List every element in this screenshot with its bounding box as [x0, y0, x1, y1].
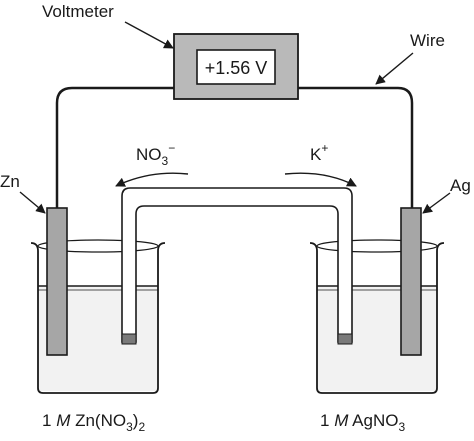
zinc-label: Zn — [0, 172, 20, 191]
cation-flow-arrow — [284, 172, 357, 187]
wire-pointer — [375, 52, 414, 85]
zinc-pointer — [19, 191, 46, 214]
left-solution-label: 1 M Zn(NO3)2 — [42, 411, 145, 434]
voltmeter-display — [196, 49, 276, 85]
silver-pointer — [422, 192, 451, 214]
zinc-electrode — [46, 207, 68, 356]
voltmeter-pointer — [124, 21, 174, 49]
voltmeter-reading: +1.56 V — [205, 58, 268, 78]
right-beaker — [309, 239, 445, 394]
silver-electrode — [400, 207, 422, 356]
external-wire-right — [298, 86, 414, 210]
salt-bridge-right-plug — [337, 333, 353, 345]
external-wire — [55, 86, 174, 210]
voltmeter-label: Voltmeter — [42, 2, 114, 21]
salt-bridge-left-plug — [121, 333, 137, 345]
anion-flow-arrow — [115, 172, 189, 187]
right-solution-label: 1 M AgNO3 — [320, 411, 405, 434]
cation-label: K+ — [310, 141, 328, 164]
silver-label: Ag — [450, 176, 471, 195]
wire-label: Wire — [410, 31, 445, 50]
anion-label: NO3− — [136, 141, 175, 168]
